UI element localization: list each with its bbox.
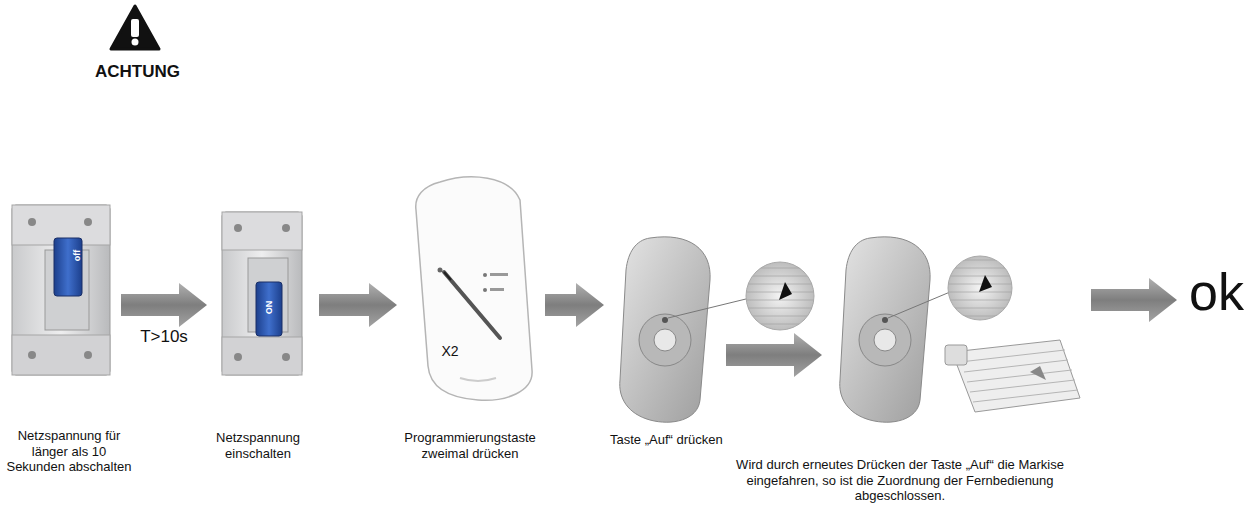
remote-control <box>620 237 814 422</box>
result-node: ok <box>1185 262 1248 322</box>
switch-label: ON <box>264 294 275 320</box>
step-node: ONNetzspannung einschalten <box>215 210 305 375</box>
step-caption: Netzspannung für länger als 10 Sekunden … <box>3 428 135 475</box>
flow-arrow <box>545 283 604 327</box>
step-node: X2Programmierungstaste zweimal drücken <box>405 175 535 400</box>
warning-icon <box>111 6 159 49</box>
flow-arrow <box>319 283 397 327</box>
step-caption: Taste „Auf“ drücken <box>610 432 780 448</box>
step-caption: Netzspannung einschalten <box>203 430 313 461</box>
breaker-off <box>12 205 110 375</box>
step-caption: Wird durch erneutes Drücken der Taste „A… <box>730 457 1070 504</box>
step-node: Taste „Auf“ drücken <box>610 235 720 420</box>
awning <box>945 340 1080 412</box>
time-label: T>10s <box>138 327 190 347</box>
result-text: ok <box>1189 266 1244 318</box>
step-node: Wird durch erneutes Drücken der Taste „A… <box>830 235 1085 425</box>
flow-arrow <box>726 333 822 377</box>
warning-label: ACHTUNG <box>95 62 180 82</box>
breaker-on <box>222 212 302 375</box>
step-caption: Programmierungstaste zweimal drücken <box>395 430 545 461</box>
flow-arrow <box>121 283 207 327</box>
flow-arrow <box>1091 278 1177 322</box>
step-node: offNetzspannung für länger als 10 Sekund… <box>5 200 115 375</box>
step-mark: X2 <box>435 343 465 360</box>
switch-label: off <box>72 238 83 272</box>
remote-receiver <box>416 177 532 400</box>
